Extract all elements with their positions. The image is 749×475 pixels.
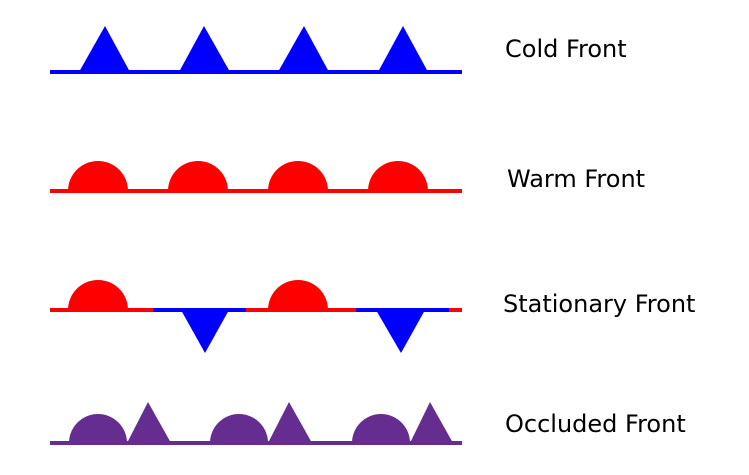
- warm-semicircle-icon: [368, 161, 428, 191]
- cold-triangle-icon: [179, 26, 230, 72]
- occluded-triangle-icon: [268, 402, 312, 443]
- stationary-front-label: Stationary Front: [503, 290, 696, 318]
- warm-front-symbol: [50, 161, 462, 193]
- cold-front-symbol: [50, 26, 462, 74]
- cold-triangle-icon: [278, 26, 329, 72]
- warm-semicircle-icon: [268, 161, 328, 191]
- occluded-front-symbol: [50, 402, 462, 445]
- occluded-front-label: Occluded Front: [505, 410, 686, 438]
- occluded-semicircle-icon: [352, 414, 410, 443]
- occluded-triangle-icon: [127, 402, 171, 443]
- warm-semicircle-icon: [268, 280, 328, 310]
- warm-semicircle-icon: [68, 280, 128, 310]
- cold-triangle-icon: [378, 26, 428, 72]
- cold-triangle-down-icon: [181, 310, 229, 353]
- occluded-semicircle-icon: [69, 414, 127, 443]
- warm-front-label: Warm Front: [507, 165, 646, 193]
- stationary-front-symbol: [50, 280, 462, 353]
- warm-semicircle-icon: [68, 161, 128, 191]
- cold-triangle-down-icon: [376, 310, 425, 353]
- cold-triangle-icon: [79, 26, 130, 72]
- occluded-triangle-icon: [410, 402, 453, 443]
- warm-semicircle-icon: [168, 161, 228, 191]
- occluded-semicircle-icon: [210, 414, 268, 443]
- cold-front-label: Cold Front: [505, 35, 627, 63]
